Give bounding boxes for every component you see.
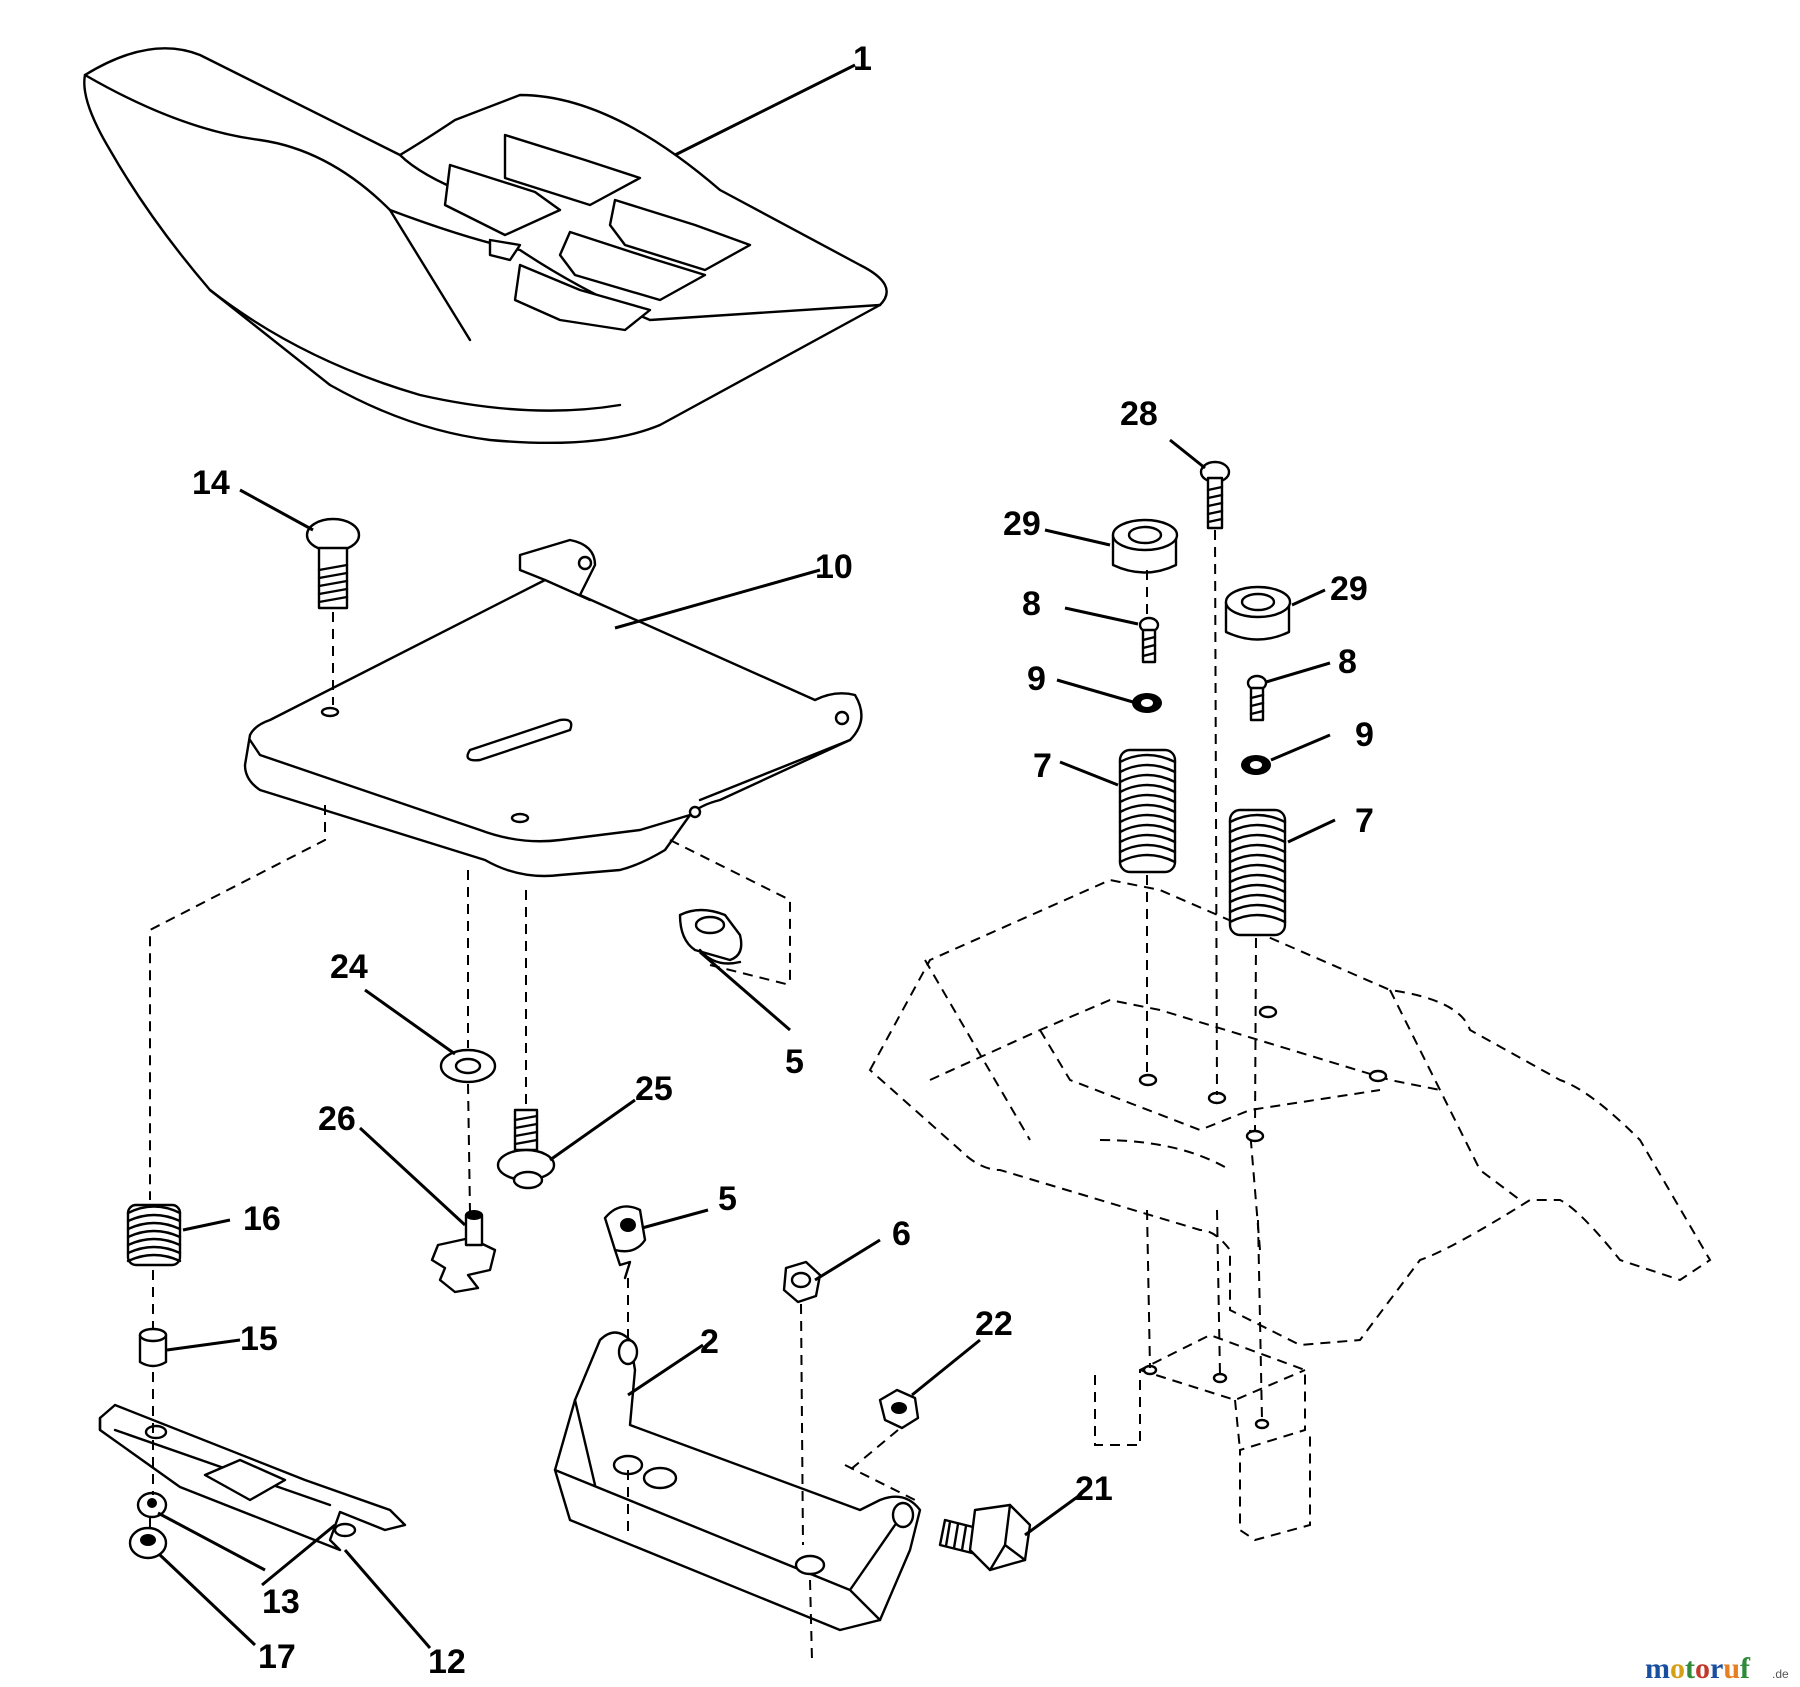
callout-8-right: 8	[1338, 643, 1357, 681]
callout-10: 10	[815, 548, 853, 586]
nut-17	[128, 1526, 168, 1560]
callout-15: 15	[240, 1320, 278, 1358]
frame-bracket-outline	[1094, 1333, 1311, 1542]
alignment-lines	[149, 529, 1263, 1661]
callout-5-lower: 5	[718, 1180, 737, 1218]
callout-14: 14	[192, 464, 230, 502]
spring-7-left	[1118, 748, 1177, 874]
carriage-bolt-14	[305, 517, 361, 610]
callout-1: 1	[853, 40, 872, 78]
callout-26: 26	[318, 1100, 356, 1138]
spring-16	[126, 1203, 182, 1267]
callout-12: 12	[428, 1643, 466, 1681]
screw-8-left	[1138, 616, 1160, 664]
shoulder-bolt-25	[496, 1108, 556, 1190]
watermark-logo: motoruf .de	[1645, 1652, 1789, 1685]
spacer-15	[138, 1327, 168, 1368]
callout-25: 25	[635, 1070, 673, 1108]
nut-22	[878, 1388, 920, 1430]
fender-outline	[868, 878, 1712, 1347]
watermark-letter: o	[1670, 1652, 1685, 1685]
callout-2: 2	[700, 1323, 719, 1361]
callout-9-left: 9	[1027, 660, 1046, 698]
seat	[83, 47, 888, 445]
watermark-letter: t	[1685, 1652, 1695, 1685]
callout-21: 21	[1075, 1470, 1113, 1508]
bushing-29-left	[1111, 518, 1179, 574]
callout-labels: 1 10 14 28 29 29 8 8 9 9 7 7 24 25 26 5 …	[192, 40, 1374, 1681]
callout-6: 6	[892, 1215, 911, 1253]
watermark-letter: m	[1645, 1652, 1670, 1685]
callout-28: 28	[1120, 395, 1158, 433]
hex-bolt-21	[938, 1503, 1032, 1572]
callout-17: 17	[258, 1638, 296, 1676]
callout-22: 22	[975, 1305, 1013, 1343]
knob-26	[430, 1210, 497, 1294]
washer-24	[439, 1048, 497, 1084]
washer-9-right	[1241, 755, 1271, 775]
callout-9-right: 9	[1355, 716, 1374, 754]
callout-13: 13	[262, 1583, 300, 1621]
bolt-28	[1199, 460, 1231, 530]
bushing-29-right	[1224, 585, 1292, 641]
screw-8-right	[1246, 674, 1268, 722]
spring-7-right	[1228, 808, 1287, 937]
clip-5-lower	[603, 1205, 647, 1280]
callout-24: 24	[330, 948, 368, 986]
watermark-letter: o	[1695, 1652, 1710, 1685]
callout-7-right: 7	[1355, 802, 1374, 840]
callout-29-right: 29	[1330, 570, 1368, 608]
nut-6	[782, 1260, 822, 1304]
bracket-2	[553, 1331, 922, 1632]
clip-5-upper	[678, 908, 743, 965]
callout-16: 16	[243, 1200, 281, 1238]
leader-lines	[157, 63, 1336, 1649]
bracket-plate-12	[98, 1403, 407, 1552]
callout-7-left: 7	[1033, 747, 1052, 785]
seat-pan	[243, 538, 863, 878]
watermark-letter: r	[1710, 1652, 1723, 1685]
callout-8-left: 8	[1022, 585, 1041, 623]
callout-29-left: 29	[1003, 505, 1041, 543]
fender-holes	[1138, 1005, 1388, 1143]
washer-9-left	[1132, 693, 1162, 713]
watermark-letter: u	[1723, 1652, 1740, 1685]
watermark-brand: motoruf	[1645, 1652, 1751, 1685]
callout-5-upper: 5	[785, 1043, 804, 1081]
watermark-letter: f	[1740, 1652, 1751, 1685]
watermark-tld: .de	[1772, 1667, 1789, 1681]
